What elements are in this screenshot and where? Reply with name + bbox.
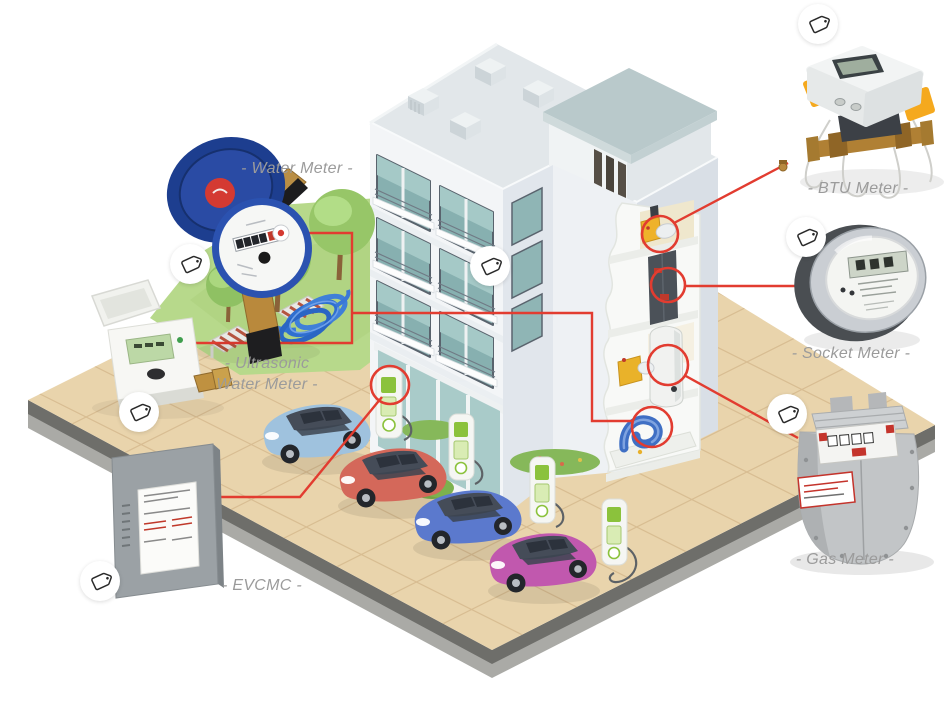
- evcmc-label-plate: [137, 481, 200, 575]
- penthouse-roof: [543, 68, 717, 155]
- evcmc-device: [111, 443, 224, 599]
- highlight-circle-pipe: [630, 405, 674, 449]
- tag-icon[interactable]: [470, 246, 510, 286]
- pipe-connector-line: [352, 311, 634, 423]
- building-cutaway: [603, 200, 701, 482]
- gas-meter-device: [790, 392, 934, 575]
- tree: [309, 189, 375, 281]
- penthouse-window-slat: [618, 161, 626, 199]
- penthouse: [543, 68, 717, 204]
- evcmc-connector-line: [213, 396, 383, 499]
- temperature-probe: [778, 160, 788, 172]
- water-meter-dial: [232, 219, 290, 277]
- highlight-circle-panel: [649, 266, 687, 304]
- car-magenta: [488, 533, 600, 604]
- tag-icon[interactable]: [798, 4, 838, 44]
- car-red: [338, 448, 450, 519]
- rooftop-ac-unit: [408, 58, 554, 140]
- penthouse-window-slat: [606, 155, 614, 193]
- socket-meter-device: [794, 224, 927, 351]
- tag-icon[interactable]: [80, 561, 120, 601]
- highlight-circle-charger: [369, 364, 411, 406]
- water-meter-device: [166, 137, 320, 364]
- highlight-circle-btu: [640, 214, 680, 254]
- tag-icon[interactable]: [767, 394, 807, 434]
- side-window: [511, 186, 543, 353]
- building: [366, 42, 719, 519]
- window-with-balcony: [372, 154, 498, 389]
- tag-icon[interactable]: [786, 217, 826, 257]
- btu-installation: [640, 205, 677, 244]
- btu-meter-device: [800, 46, 944, 199]
- highlight-circle-heater: [646, 343, 690, 387]
- tag-icon[interactable]: [170, 244, 210, 284]
- tag-icon[interactable]: [119, 392, 159, 432]
- btu-connector-line: [673, 161, 789, 225]
- ev-charger: [375, 367, 638, 584]
- parked-cars: [262, 404, 600, 604]
- cutaway-shelf: [606, 450, 700, 482]
- penthouse-window-slat: [594, 149, 602, 187]
